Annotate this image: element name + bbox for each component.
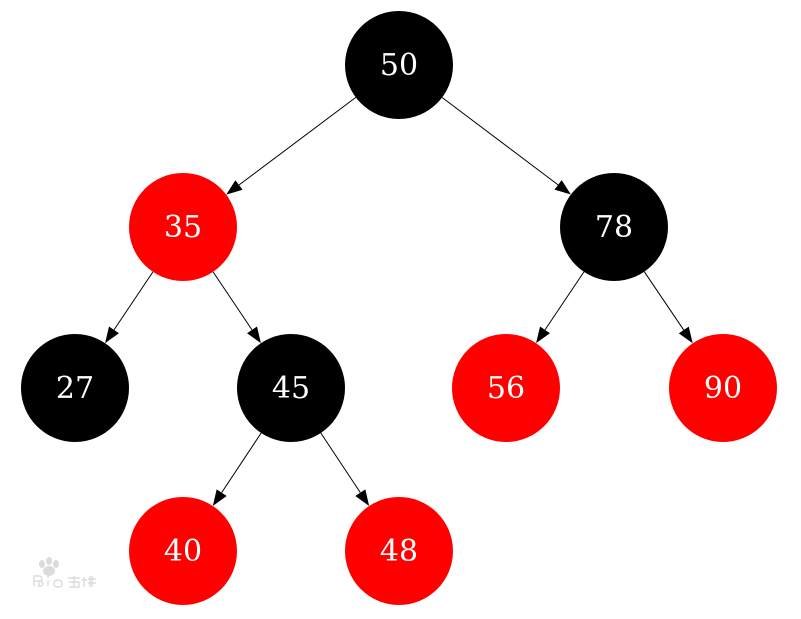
edge-line [643,271,685,331]
node-circle-red [129,497,237,605]
edges-layer [105,97,693,506]
edge-50-78 [441,97,571,195]
tree-node-78: 78 [560,173,668,281]
edge-line [544,271,585,331]
arrowhead-icon [355,489,370,506]
node-label: 40 [164,534,202,569]
arrowhead-icon [536,326,550,344]
node-label: 50 [380,48,418,83]
edge-45-48 [320,432,370,506]
arrowhead-icon [247,326,261,344]
edge-line [113,271,154,331]
arrowhead-icon [226,180,243,195]
tree-node-27: 27 [21,334,129,442]
edge-line [441,97,559,186]
tree-node-45: 45 [237,334,345,442]
edge-line [212,271,253,331]
node-circle-red [345,497,453,605]
tree-node-48: 48 [345,497,453,605]
edge-line [221,432,262,493]
edge-35-45 [212,271,261,344]
node-circle-black [560,173,668,281]
arrowhead-icon [554,180,571,195]
arrowhead-icon [212,489,227,506]
node-circle-black [345,11,453,119]
edge-45-40 [212,432,262,506]
node-circle-red [129,173,237,281]
nodes-layer: 50 35 78 27 45 56 90 40 48 [21,11,777,605]
arrowhead-icon [678,326,693,344]
node-circle-red [452,334,560,442]
node-circle-black [237,334,345,442]
edge-78-90 [643,271,693,344]
node-label: 35 [164,210,202,245]
node-label: 78 [595,210,633,245]
tree-node-90: 90 [669,334,777,442]
edge-50-35 [226,97,357,195]
node-label: 48 [380,534,418,569]
tree-node-40: 40 [129,497,237,605]
edge-line [238,97,357,186]
node-circle-red [669,334,777,442]
edge-78-56 [536,271,585,344]
node-label: 56 [487,371,525,406]
edge-line [320,432,361,493]
baidu-baike-watermark-icon [33,557,96,588]
node-circle-black [21,334,129,442]
edge-35-27 [105,271,154,344]
tree-node-56: 56 [452,334,560,442]
node-label: 90 [704,371,742,406]
node-label: 27 [56,371,94,406]
arrowhead-icon [105,326,119,344]
tree-node-35: 35 [129,173,237,281]
tree-node-50: 50 [345,11,453,119]
node-label: 45 [272,371,310,406]
